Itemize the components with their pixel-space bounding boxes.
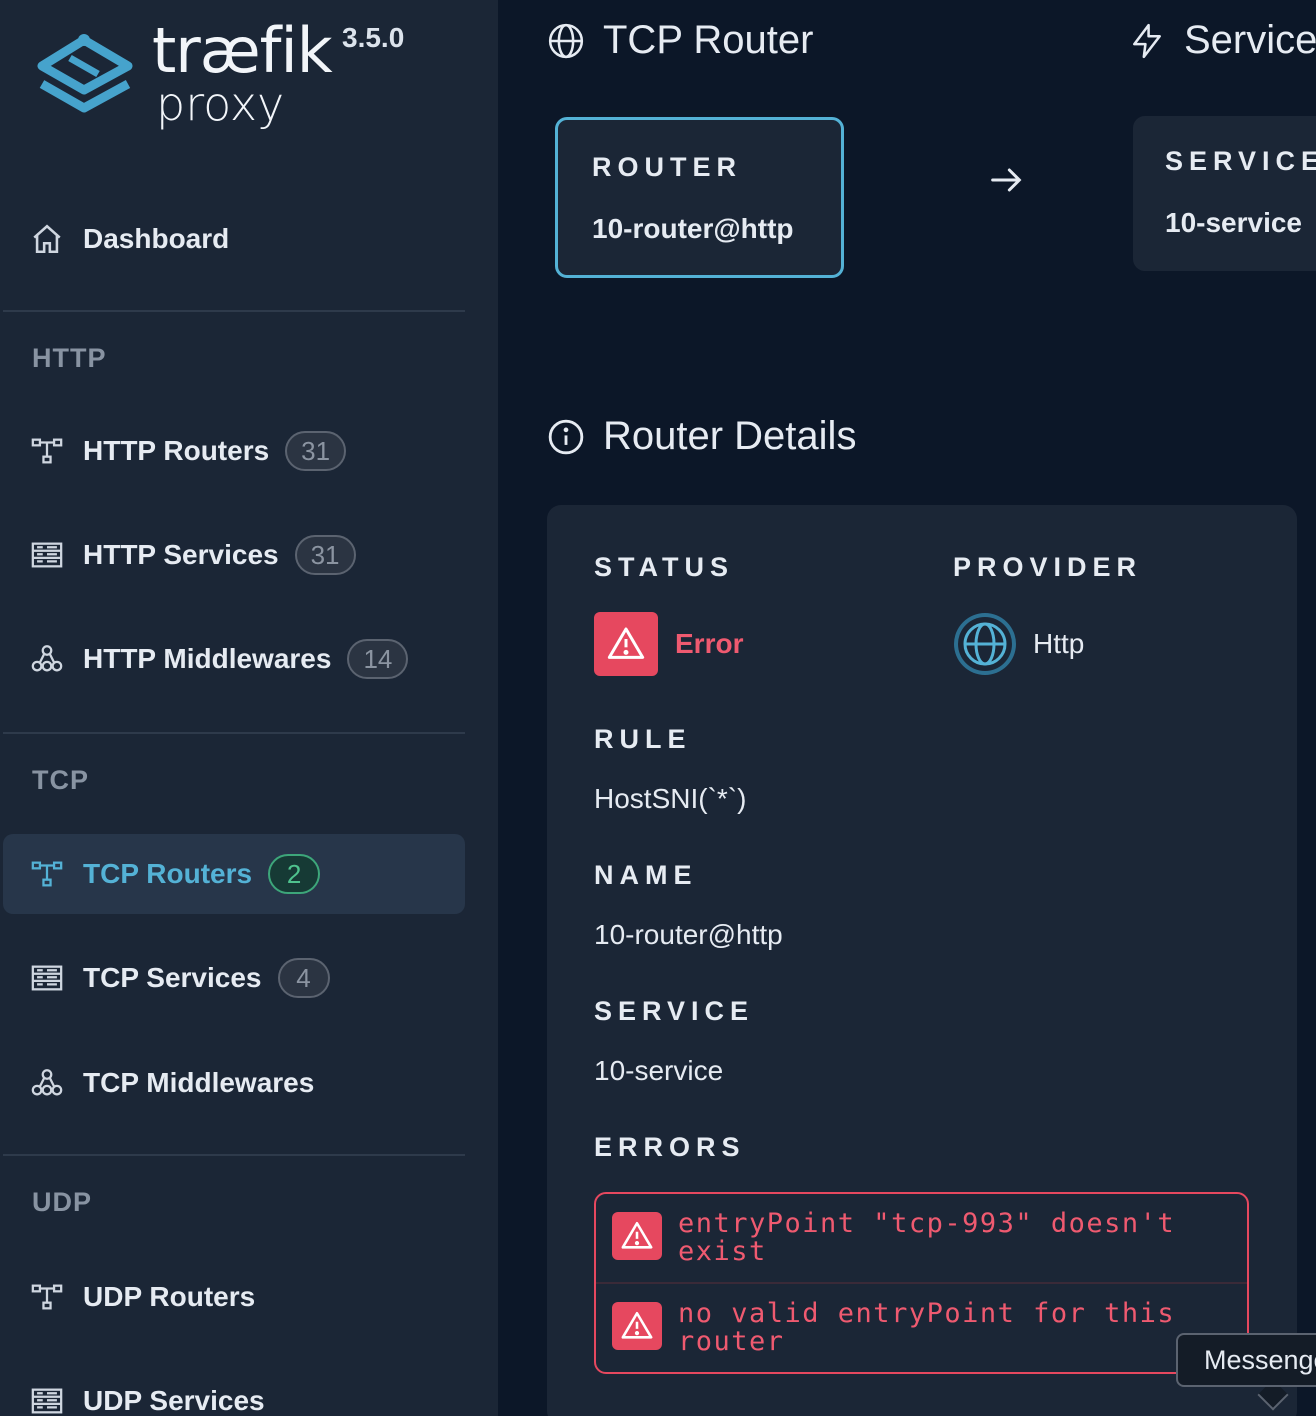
sidebar-item-label: HTTP Services: [83, 539, 279, 570]
service-card[interactable]: SERVICE 10-service: [1133, 116, 1316, 271]
router-name: 10-router@http: [592, 213, 794, 244]
sidebar-item-tcp-services[interactable]: TCP Services 4: [3, 938, 465, 1018]
services-icon: [29, 1383, 65, 1416]
divider: [596, 1282, 1247, 1284]
home-icon: [29, 221, 65, 257]
sidebar-item-label: TCP Services: [83, 962, 262, 993]
sidebar-item-http-routers[interactable]: HTTP Routers 31: [3, 411, 465, 491]
sidebar-item-udp-services[interactable]: UDP Services: [3, 1361, 465, 1416]
sidebar-item-dashboard[interactable]: Dashboard: [3, 199, 465, 279]
count-badge: 4: [277, 958, 330, 998]
sidebar-item-label: TCP Middlewares: [83, 1067, 315, 1098]
version-label: 3.5.0: [342, 22, 405, 53]
routers-icon: [29, 1279, 65, 1315]
count-badge: 2: [268, 854, 321, 894]
router-card[interactable]: ROUTER 10-router@http: [555, 117, 844, 278]
sidebar-item-label: TCP Routers: [83, 858, 253, 889]
logo-subtitle: proxy: [156, 77, 285, 131]
service-label: SERVICE: [594, 996, 755, 1026]
sidebar-item-label: HTTP Routers: [83, 435, 270, 466]
http-provider-icon: [954, 613, 1016, 675]
error-item: no valid entryPoint for this router: [596, 1284, 1247, 1373]
divider: [3, 1154, 465, 1156]
tooltip: Messenger: [1176, 1333, 1316, 1387]
rule-value: HostSNI(`*`): [594, 783, 747, 814]
section-label-udp: UDP: [32, 1187, 93, 1217]
name-label: NAME: [594, 860, 698, 890]
sidebar-item-label: UDP Routers: [83, 1281, 256, 1312]
errors-list: entryPoint "tcp-993" doesn't exist no va…: [594, 1192, 1249, 1374]
sidebar-item-http-middlewares[interactable]: HTTP Middlewares 14: [3, 619, 465, 699]
traefik-logo-icon: [37, 34, 133, 113]
status-icon-box: [594, 612, 658, 676]
warning-icon: [612, 1212, 662, 1260]
error-message: entryPoint "tcp-993" doesn't exist: [678, 1208, 1176, 1267]
errors-label: ERRORS: [594, 1132, 746, 1162]
lightning-icon: [1133, 23, 1161, 58]
sidebar-item-http-services[interactable]: HTTP Services 31: [3, 515, 465, 595]
error-item: entryPoint "tcp-993" doesn't exist: [596, 1194, 1247, 1283]
count-badge: 31: [285, 431, 347, 471]
service-section-title: Service: [1128, 18, 1316, 63]
sidebar: træfik proxy 3.5.0 Dashboard HTTP HTTP R…: [0, 0, 498, 1416]
status-label: STATUS: [594, 552, 734, 582]
error-message: no valid entryPoint for this router: [678, 1298, 1176, 1357]
warning-icon: [607, 627, 645, 659]
rule-label: RULE: [594, 724, 692, 754]
provider-value: Http: [1033, 628, 1085, 659]
middlewares-icon: [29, 1065, 65, 1101]
sidebar-item-label: HTTP Middlewares: [83, 643, 332, 674]
routers-icon: [29, 856, 65, 892]
logo-wordmark: træfik: [152, 14, 333, 87]
traefik-logo[interactable]: træfik proxy 3.5.0: [36, 16, 456, 142]
provider-label: PROVIDER: [953, 552, 1143, 582]
page-title: TCP Router: [547, 18, 813, 63]
page-title-text: TCP Router: [603, 18, 814, 62]
section-label-http: HTTP: [32, 343, 107, 373]
services-icon: [29, 960, 65, 996]
service-name: 10-service: [1165, 207, 1303, 238]
router-details-panel: STATUS Error PROVIDER Http RULE HostSNI(…: [547, 505, 1297, 1416]
warning-icon: [612, 1302, 662, 1350]
details-title: Router Details: [547, 414, 856, 459]
routers-icon: [29, 433, 65, 469]
sidebar-item-udp-routers[interactable]: UDP Routers: [3, 1257, 465, 1337]
info-icon: [548, 419, 584, 454]
service-value: 10-service: [594, 1055, 724, 1086]
globe-icon: [548, 23, 584, 58]
services-icon: [29, 537, 65, 573]
router-caption: ROUTER: [592, 152, 742, 182]
service-title-text: Service: [1184, 18, 1316, 62]
divider: [3, 310, 465, 312]
sidebar-item-label: UDP Services: [83, 1385, 265, 1416]
count-badge: 31: [294, 535, 356, 575]
sidebar-item-tcp-routers[interactable]: TCP Routers 2: [3, 834, 465, 914]
sidebar-item-tcp-middlewares[interactable]: TCP Middlewares: [3, 1043, 465, 1123]
name-value: 10-router@http: [594, 919, 783, 950]
count-badge: 14: [347, 639, 409, 679]
status-value: Error: [675, 628, 744, 659]
details-title-text: Router Details: [603, 414, 857, 458]
arrow-right-icon: [991, 168, 1022, 192]
section-label-tcp: TCP: [32, 765, 89, 795]
divider: [3, 732, 465, 734]
middlewares-icon: [29, 641, 65, 677]
service-caption: SERVICE: [1165, 146, 1316, 176]
sidebar-item-label: Dashboard: [83, 223, 230, 254]
